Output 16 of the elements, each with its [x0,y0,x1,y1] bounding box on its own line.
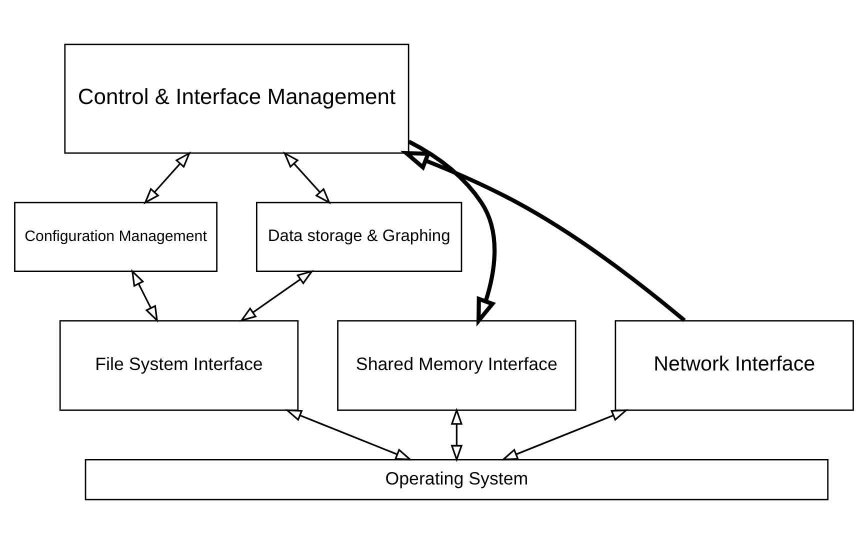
node-box: Network Interface [614,320,854,411]
node-box: File System Interface [58,320,298,411]
arrow [407,140,496,327]
arrow [284,409,412,460]
arrow [400,150,686,322]
arrow [450,408,462,462]
node-box: Shared Memory Interface [336,320,576,411]
node-box: Configuration Management [14,202,217,272]
node-box: Control & Interface Management [64,44,409,154]
arrow [500,409,628,460]
arrow [130,269,158,323]
node-box: Data storage & Graphing [255,202,462,272]
node-box: Operating System [84,458,828,500]
arrow [143,151,190,204]
arrow [239,270,314,322]
arrow [282,151,330,204]
